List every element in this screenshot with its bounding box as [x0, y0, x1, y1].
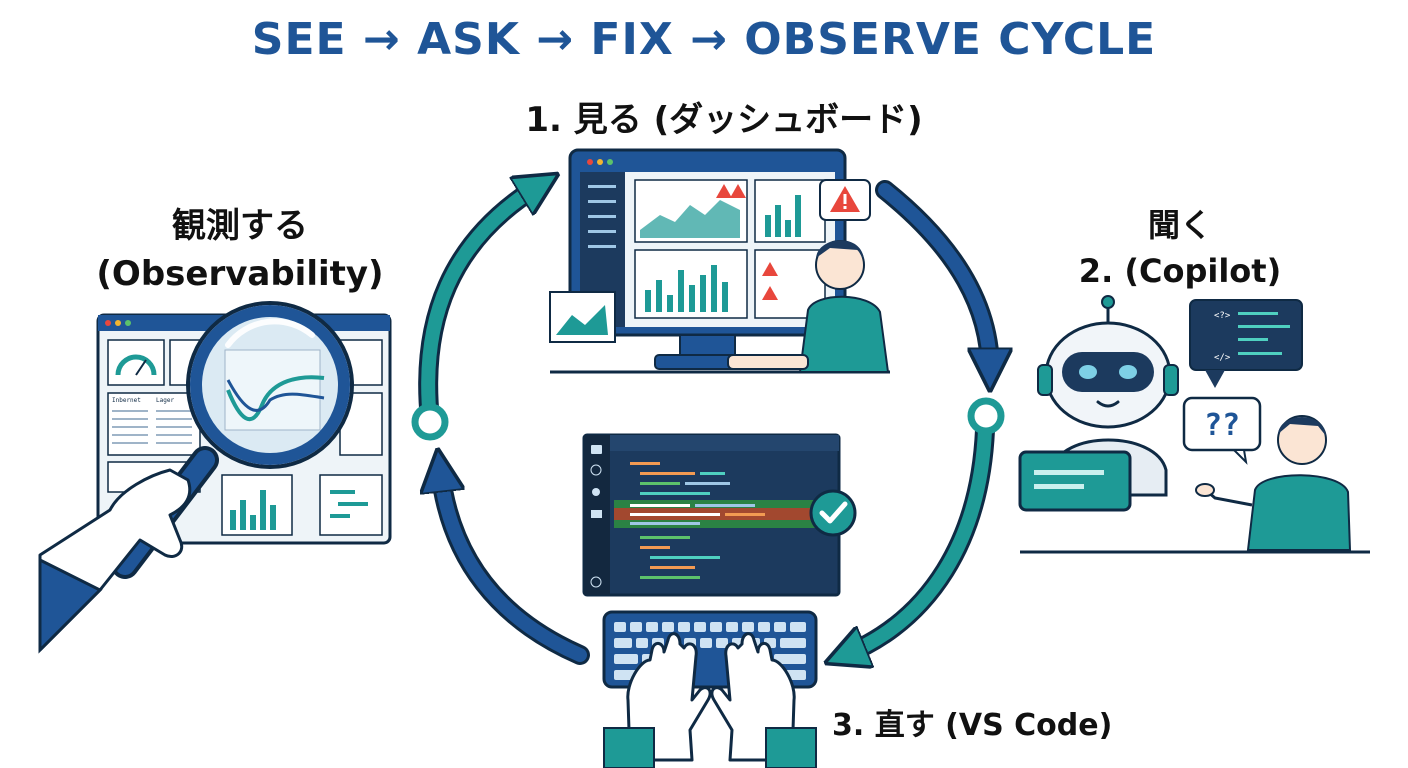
vscode-window — [582, 433, 841, 597]
step-observe-line2: (Observability) — [96, 254, 384, 294]
step-ask-line2: 2. (Copilot) — [1078, 252, 1282, 290]
step-ask-label: 聞く 2. (Copilot) — [1060, 202, 1300, 294]
ask-user — [1195, 415, 1352, 551]
magnifier-icon — [111, 301, 354, 579]
observe-col-b: Lager — [156, 397, 174, 404]
code-tag-close: </> — [1214, 353, 1231, 363]
question-bubble: ?? — [1182, 396, 1262, 465]
cycle-node-left — [411, 403, 449, 441]
check-icon — [809, 489, 857, 537]
step-ask-line1: 聞く — [1147, 206, 1212, 244]
code-tag-open: <?> — [1214, 311, 1231, 321]
dashboard-user — [727, 240, 890, 373]
warning-icon — [819, 179, 871, 221]
step-see-label: 1. 見る (ダッシュボード) — [525, 100, 923, 140]
cycle-node-right — [967, 397, 1005, 435]
cycle-arrow-icon — [428, 185, 990, 655]
observe-hand — [38, 468, 192, 654]
step-observe-label: 観測する (Observability) — [60, 202, 420, 298]
code-bubble: <?> </> — [1189, 299, 1303, 388]
page-title: SEE → ASK → FIX → OBSERVE CYCLE — [251, 14, 1157, 65]
step-observe-line1: 観測する — [172, 206, 308, 246]
typing-hands — [603, 632, 817, 768]
dashboard-monitor — [549, 148, 890, 374]
robot-icon — [1018, 295, 1179, 512]
step-fix-label: 3. 直す (VS Code) — [832, 708, 1113, 743]
observe-col-a: Inbernet — [112, 397, 141, 404]
question-marks: ?? — [1204, 408, 1240, 443]
